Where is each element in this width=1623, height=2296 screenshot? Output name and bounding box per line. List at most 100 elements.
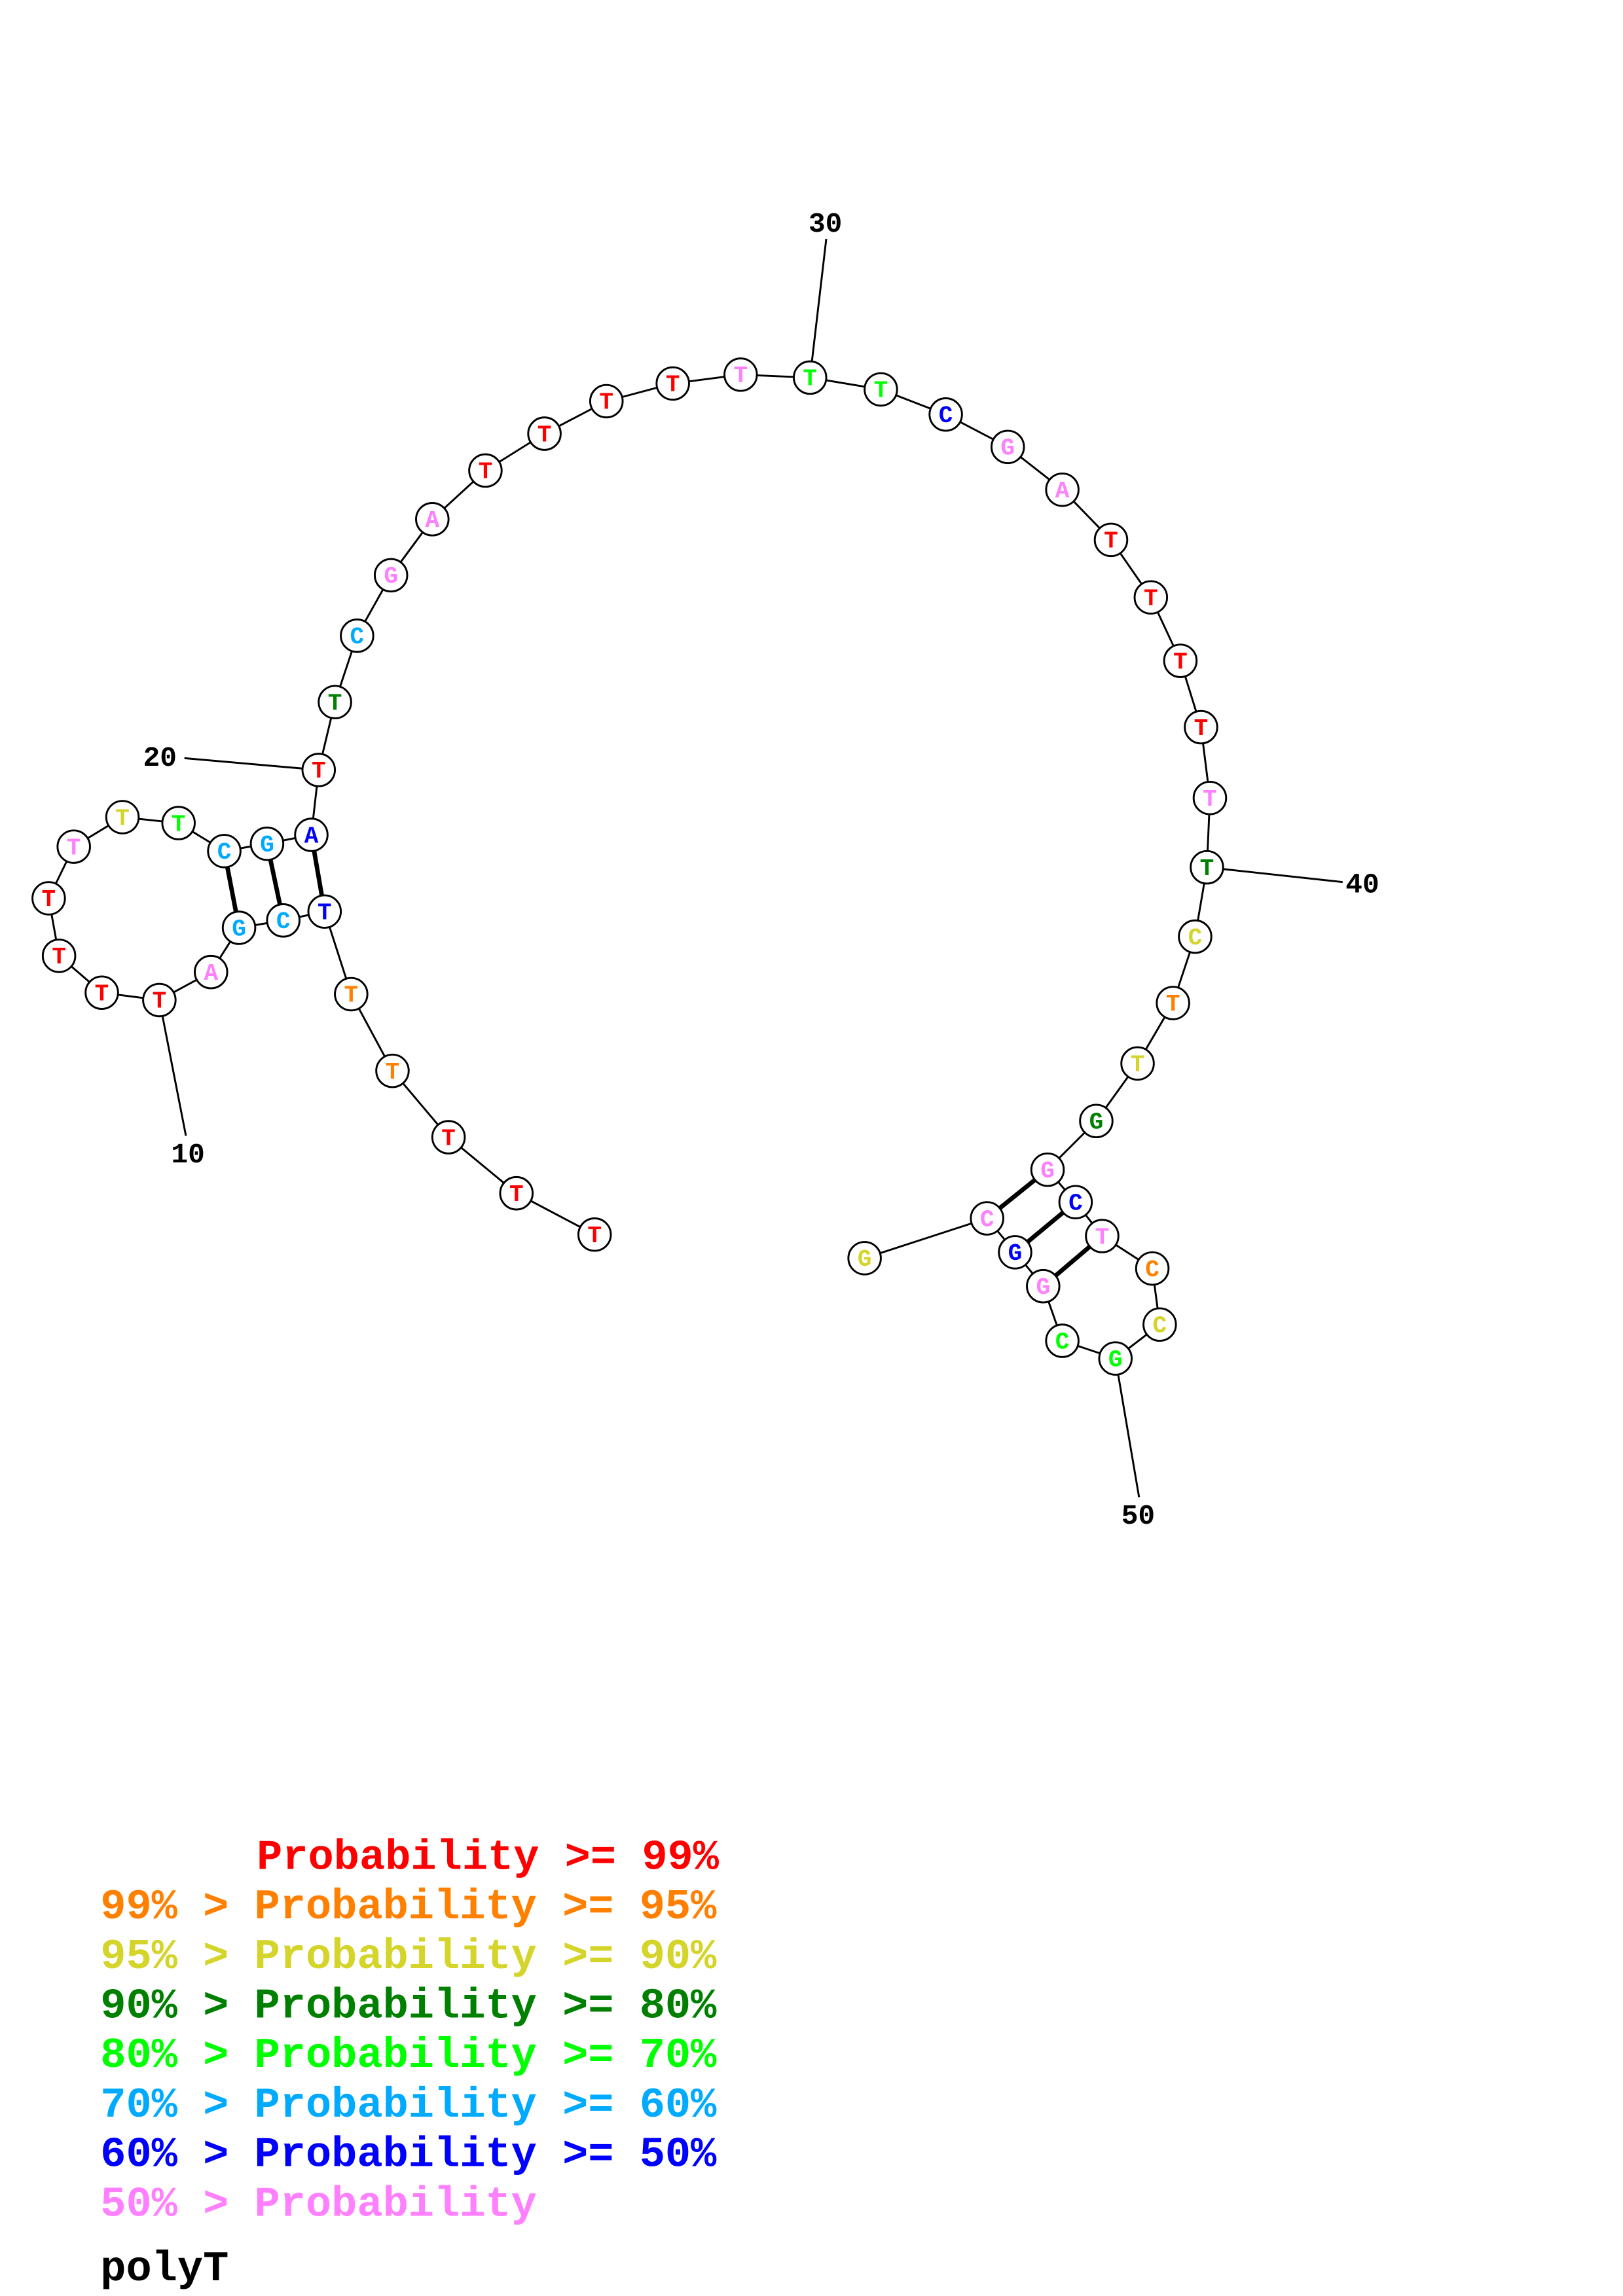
nucleotide-circle [105, 800, 140, 834]
nucleotide-circle [723, 357, 758, 392]
nucleotide: G [847, 1241, 882, 1276]
nucleotide-base: T [344, 982, 359, 1009]
nucleotide-base: C [217, 839, 232, 866]
nucleotide-circle [318, 685, 352, 719]
nucleotide: G [1079, 1103, 1114, 1139]
nucleotide-circle [207, 834, 242, 869]
nucleotide-circle [655, 366, 690, 401]
nucleotide-base: T [874, 378, 888, 404]
nucleotide-base: T [52, 944, 66, 971]
nucleotide: T [142, 982, 177, 1018]
nucleotide-circle [527, 416, 562, 451]
nucleotide: C [1135, 1251, 1170, 1286]
legend-entry: Probability >= 99% [257, 1833, 720, 1882]
nucleotide: T [84, 975, 119, 1010]
nucleotide-circle [375, 1053, 410, 1088]
legend-entry: 50% > Probability [100, 2180, 537, 2229]
nucleotide-circle [1156, 986, 1190, 1020]
nucleotide: T [307, 894, 342, 929]
nucleotide: C [928, 397, 963, 432]
nucleotide: T [375, 1053, 410, 1088]
nucleotide-circle [1133, 580, 1169, 615]
nucleotide-base: T [386, 1059, 400, 1086]
nucleotide-circle [31, 881, 66, 916]
nucleotide: T [1085, 1219, 1120, 1253]
nucleotide-base: G [1040, 1158, 1055, 1185]
legend-entry: 70% > Probability >= 60% [100, 2081, 717, 2130]
nucleotide-circle [84, 975, 119, 1010]
nucleotide-circle [468, 453, 503, 488]
nucleotide-base: T [587, 1223, 602, 1249]
nucleotide-circle [1079, 1103, 1114, 1139]
nucleotide-base: G [858, 1246, 872, 1273]
nucleotide: G [990, 429, 1025, 465]
nucleotide: A [1045, 472, 1080, 507]
nucleotide-base: G [384, 564, 398, 590]
nucleotide-circle [1142, 1307, 1177, 1342]
nucleotide-circle [334, 977, 369, 1012]
legend-entry: 60% > Probability >= 50% [100, 2131, 717, 2179]
nucleotide-base: T [153, 988, 167, 1015]
position-label: 50 [1122, 1500, 1155, 1532]
nucleotide-base: T [1203, 786, 1217, 813]
nucleotide-base: C [1145, 1257, 1159, 1283]
nucleotide-base: T [441, 1125, 456, 1152]
nucleotide-circle [998, 1235, 1032, 1270]
nucleotide-circle [266, 903, 301, 938]
legend-entry: 95% > Probability >= 90% [100, 1933, 717, 1981]
position-label: 10 [171, 1139, 204, 1171]
position-label: 40 [1345, 869, 1379, 901]
nucleotide: G [1026, 1268, 1061, 1304]
nucleotide-base: T [803, 366, 817, 393]
nucleotide: T [161, 806, 196, 840]
nucleotide: T [41, 939, 77, 973]
position-label: 20 [143, 742, 177, 774]
nucleotide: G [1030, 1152, 1065, 1187]
nucleotide: T [792, 360, 828, 395]
nucleotide-base: C [350, 624, 365, 651]
nucleotide: T [1120, 1046, 1155, 1081]
nucleotide: A [415, 502, 450, 537]
nucleotide-base: T [95, 980, 109, 1007]
nucleotide-circle [373, 558, 409, 593]
nucleotide-circle [577, 1217, 612, 1252]
nucleotide-base: T [1095, 1224, 1110, 1251]
nucleotide-circle [1026, 1268, 1061, 1304]
nucleotide: T [1190, 850, 1224, 885]
nucleotide-circle [1184, 709, 1218, 745]
nucleotide-base: T [318, 899, 332, 926]
nucleotide: G [998, 1235, 1032, 1270]
nucleotide-circle [301, 753, 337, 787]
nucleotide-circle [431, 1120, 466, 1155]
nucleotide-circle [1192, 780, 1228, 816]
nucleotide: T [1163, 643, 1198, 678]
nucleotide-circle [294, 817, 329, 852]
nucleotide-circle [928, 397, 963, 432]
nucleotide-circle [1030, 1152, 1065, 1187]
nucleotide-circle [194, 954, 228, 990]
nucleotide-circle [1190, 850, 1224, 885]
nucleotide: G [373, 558, 409, 593]
nucleotide-base: T [328, 690, 342, 717]
nucleotide-circle [1058, 1185, 1093, 1219]
nucleotide-circle [1098, 1341, 1133, 1376]
nucleotide-circle [340, 619, 374, 653]
nucleotide-base: G [1000, 435, 1015, 462]
probability-legend: Probability >= 99%99% > Probability >= 9… [100, 1833, 719, 2229]
structure-title: polyT [100, 2245, 228, 2293]
nucleotide: T [105, 800, 140, 834]
nucleotide: T [318, 685, 352, 719]
nucleotide: C [970, 1201, 1004, 1236]
nucleotide: A [294, 817, 329, 852]
nucleotide: T [577, 1217, 612, 1252]
legend-entry: 99% > Probability >= 95% [100, 1883, 717, 1931]
position-label-tick [1114, 1358, 1140, 1498]
nucleotide-circle [1045, 472, 1080, 507]
nucleotide-circle [589, 384, 624, 419]
nucleotide: T [1192, 780, 1228, 816]
nucleotide-base: C [980, 1206, 994, 1233]
nucleotide-circle [792, 360, 828, 395]
nucleotide-base: C [1055, 1329, 1070, 1355]
